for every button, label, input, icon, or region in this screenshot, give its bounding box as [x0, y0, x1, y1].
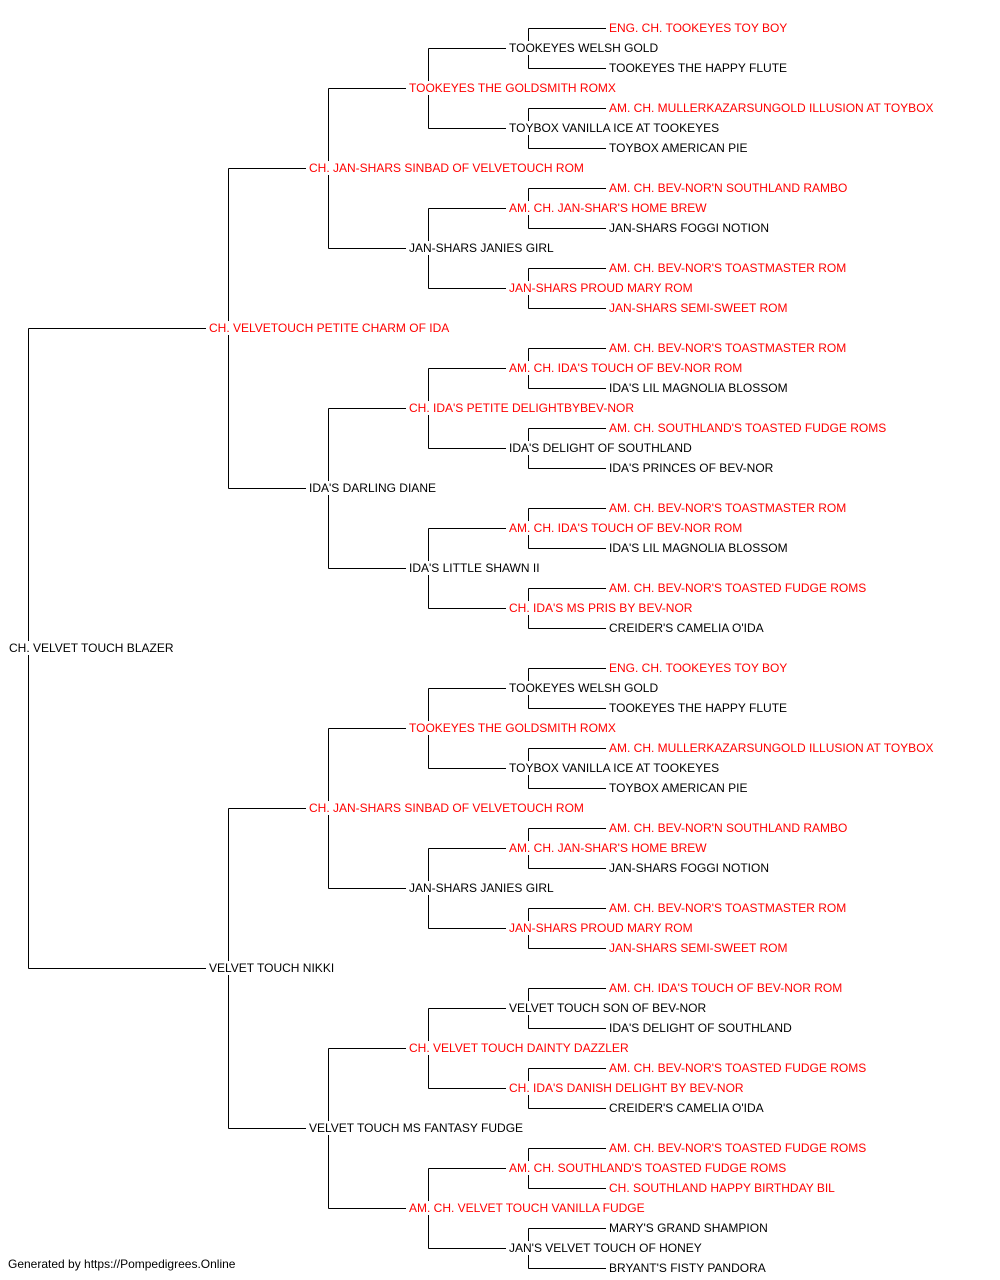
ancestor-name-gen5: TOYBOX AMERICAN PIE [608, 781, 749, 795]
ancestor-name-gen5: AM. CH. BEV-NOR'S TOASTMASTER ROM [608, 341, 848, 355]
ancestor-name-gen5: TOOKEYES THE HAPPY FLUTE [608, 701, 789, 715]
ancestor-name-gen4: CH. IDA'S DANISH DELIGHT BY BEV-NOR [508, 1081, 745, 1095]
ancestor-name-gen4: JAN-SHARS PROUD MARY ROM [508, 281, 694, 295]
subject-dog-name: CH. VELVET TOUCH BLAZER [8, 641, 175, 655]
ancestor-name-gen4: JAN'S VELVET TOUCH OF HONEY [508, 1241, 703, 1255]
ancestor-name-gen4: CH. IDA'S MS PRIS BY BEV-NOR [508, 601, 694, 615]
ancestor-name-gen4: VELVET TOUCH SON OF BEV-NOR [508, 1001, 708, 1015]
ancestor-name-gen3: TOOKEYES THE GOLDSMITH ROMX [408, 721, 617, 735]
ancestor-name-gen5: BRYANT'S FISTY PANDORA [608, 1261, 767, 1275]
ancestor-name-gen5: ENG. CH. TOOKEYES TOY BOY [608, 21, 789, 35]
ancestor-name-gen5: JAN-SHARS SEMI-SWEET ROM [608, 941, 789, 955]
ancestor-name-gen5: AM. CH. MULLERKAZARSUNGOLD ILLUSION AT T… [608, 101, 935, 115]
ancestor-name-gen3: JAN-SHARS JANIES GIRL [408, 241, 555, 255]
ancestor-name-gen5: TOYBOX AMERICAN PIE [608, 141, 749, 155]
ancestor-name-gen3: IDA'S LITTLE SHAWN II [408, 561, 541, 575]
ancestor-name-gen5: AM. CH. BEV-NOR'S TOASTED FUDGE ROMS [608, 581, 868, 595]
ancestor-name-gen4: AM. CH. JAN-SHAR'S HOME BREW [508, 201, 708, 215]
ancestor-name-gen5: AM. CH. BEV-NOR'N SOUTHLAND RAMBO [608, 181, 849, 195]
ancestor-name-gen2: CH. JAN-SHARS SINBAD OF VELVETOUCH ROM [308, 801, 585, 815]
ancestor-name-gen4: JAN-SHARS PROUD MARY ROM [508, 921, 694, 935]
ancestor-name-gen3: TOOKEYES THE GOLDSMITH ROMX [408, 81, 617, 95]
ancestor-name-gen5: AM. CH. BEV-NOR'S TOASTMASTER ROM [608, 261, 848, 275]
ancestor-name-gen3: CH. VELVET TOUCH DAINTY DAZZLER [408, 1041, 630, 1055]
ancestor-name-gen4: TOOKEYES WELSH GOLD [508, 681, 660, 695]
ancestor-name-gen5: IDA'S DELIGHT OF SOUTHLAND [608, 1021, 793, 1035]
ancestor-name-gen4: TOYBOX VANILLA ICE AT TOOKEYES [508, 121, 721, 135]
ancestor-name-gen4: AM. CH. JAN-SHAR'S HOME BREW [508, 841, 708, 855]
ancestor-name-gen5: MARY'S GRAND SHAMPION [608, 1221, 769, 1235]
ancestor-name-gen4: AM. CH. SOUTHLAND'S TOASTED FUDGE ROMS [508, 1161, 788, 1175]
ancestor-name-gen5: CH. SOUTHLAND HAPPY BIRTHDAY BIL [608, 1181, 836, 1195]
ancestor-name-gen5: JAN-SHARS SEMI-SWEET ROM [608, 301, 789, 315]
ancestor-name-gen4: AM. CH. IDA'S TOUCH OF BEV-NOR ROM [508, 521, 744, 535]
ancestor-name-gen5: CREIDER'S CAMELIA O'IDA [608, 1101, 765, 1115]
ancestor-name-gen1: CH. VELVETOUCH PETITE CHARM OF IDA [208, 321, 451, 335]
ancestor-name-gen5: AM. CH. BEV-NOR'S TOASTMASTER ROM [608, 901, 848, 915]
ancestor-name-gen5: JAN-SHARS FOGGI NOTION [608, 861, 771, 875]
ancestor-name-gen5: IDA'S LIL MAGNOLIA BLOSSOM [608, 381, 789, 395]
ancestor-name-gen5: ENG. CH. TOOKEYES TOY BOY [608, 661, 789, 675]
ancestor-name-gen5: CREIDER'S CAMELIA O'IDA [608, 621, 765, 635]
ancestor-name-gen3: CH. IDA'S PETITE DELIGHTBYBEV-NOR [408, 401, 635, 415]
ancestor-name-gen5: IDA'S PRINCES OF BEV-NOR [608, 461, 775, 475]
ancestor-name-gen5: AM. CH. BEV-NOR'S TOASTMASTER ROM [608, 501, 848, 515]
ancestor-name-gen5: AM. CH. BEV-NOR'S TOASTED FUDGE ROMS [608, 1141, 868, 1155]
ancestor-name-gen3: AM. CH. VELVET TOUCH VANILLA FUDGE [408, 1201, 646, 1215]
ancestor-name-gen5: TOOKEYES THE HAPPY FLUTE [608, 61, 789, 75]
ancestor-name-gen5: AM. CH. IDA'S TOUCH OF BEV-NOR ROM [608, 981, 844, 995]
ancestor-name-gen5: AM. CH. SOUTHLAND'S TOASTED FUDGE ROMS [608, 421, 888, 435]
ancestor-name-gen4: TOOKEYES WELSH GOLD [508, 41, 660, 55]
ancestor-name-gen5: AM. CH. BEV-NOR'N SOUTHLAND RAMBO [608, 821, 849, 835]
ancestor-name-gen4: AM. CH. IDA'S TOUCH OF BEV-NOR ROM [508, 361, 744, 375]
ancestor-name-gen1: VELVET TOUCH NIKKI [208, 961, 336, 975]
ancestor-name-gen5: IDA'S LIL MAGNOLIA BLOSSOM [608, 541, 789, 555]
ancestor-name-gen2: CH. JAN-SHARS SINBAD OF VELVETOUCH ROM [308, 161, 585, 175]
generated-by-footer: Generated by https://Pompedigrees.Online [8, 1257, 236, 1271]
ancestor-name-gen5: AM. CH. MULLERKAZARSUNGOLD ILLUSION AT T… [608, 741, 935, 755]
ancestor-name-gen4: IDA'S DELIGHT OF SOUTHLAND [508, 441, 693, 455]
ancestor-name-gen5: AM. CH. BEV-NOR'S TOASTED FUDGE ROMS [608, 1061, 868, 1075]
ancestor-name-gen2: IDA'S DARLING DIANE [308, 481, 437, 495]
ancestor-name-gen4: TOYBOX VANILLA ICE AT TOOKEYES [508, 761, 721, 775]
ancestor-name-gen3: JAN-SHARS JANIES GIRL [408, 881, 555, 895]
ancestor-name-gen5: JAN-SHARS FOGGI NOTION [608, 221, 771, 235]
ancestor-name-gen2: VELVET TOUCH MS FANTASY FUDGE [308, 1121, 525, 1135]
